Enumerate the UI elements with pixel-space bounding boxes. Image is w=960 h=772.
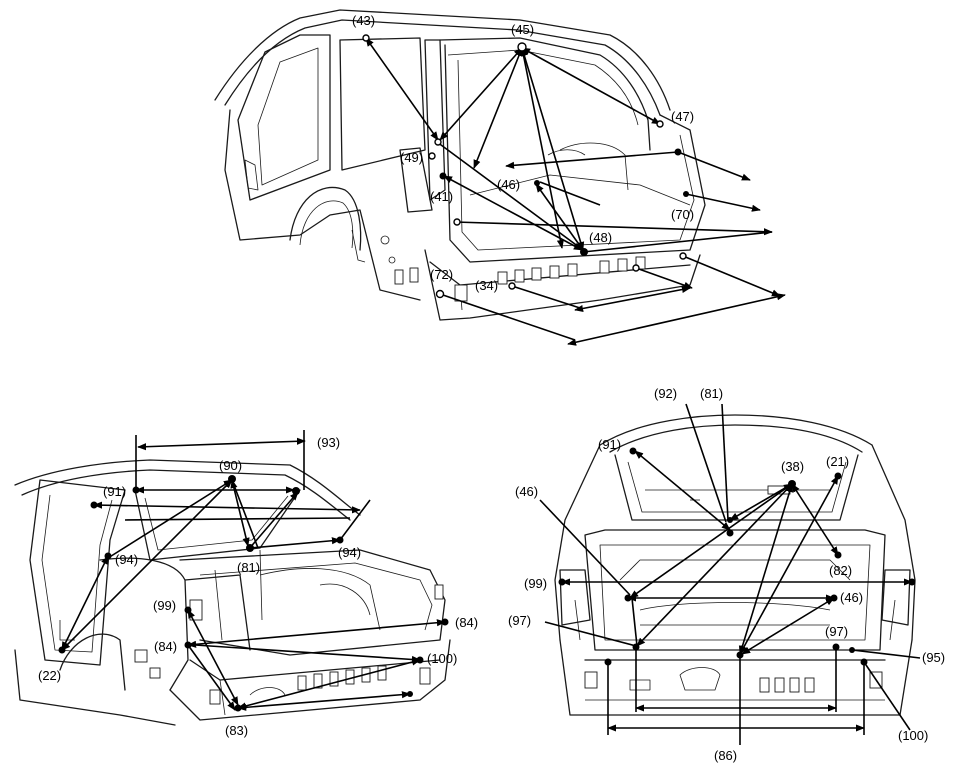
sedan-rear-measurement-lines [539,403,921,745]
label-84-left: (84) [154,639,177,654]
point-46-left [624,594,632,602]
sedan-rear-measurement-points [558,447,916,666]
point-91-upper [132,486,140,494]
point-99-left [558,578,566,586]
point-92 [727,517,733,523]
point-34 [508,282,516,290]
label-97-left: (97) [508,613,531,628]
point-45 [517,42,527,52]
label-94-left: (94) [115,552,138,567]
point-91 [629,447,637,455]
sedan-labels: (93) (90) (91) (94) (81) (94) (99) (84) … [38,435,478,738]
point-94-left [104,552,112,560]
label-43: (43) [352,13,375,28]
point-97-right [832,643,840,651]
label-81: (81) [237,560,260,575]
point-22 [58,646,66,654]
label-83: (83) [225,723,248,738]
point-72 [435,289,445,299]
label-81: (81) [700,386,723,401]
point-97-left [632,643,640,651]
label-47: (47) [671,109,694,124]
point-100-left [604,658,612,666]
point-84-right [441,618,449,626]
point-95 [849,647,855,653]
point-43 [362,34,370,42]
point-70-upper [674,148,682,156]
label-38: (38) [781,459,804,474]
point-83 [234,704,242,712]
point-100-lower [407,691,413,697]
point-100 [860,658,868,666]
label-86: (86) [714,748,737,763]
point-72-upper [453,218,461,226]
label-84-right: (84) [455,615,478,630]
label-21: (21) [826,454,849,469]
point-94-right [336,536,344,544]
point-41 [439,172,447,180]
point-99-right [908,578,916,586]
sedan-body-outline [14,459,451,726]
sedan-rear-body-outline [554,414,916,716]
wagon-view: (43) (45) (47) (49) (41) (46) (70) (48) … [214,9,786,346]
label-46-right: (46) [840,590,863,605]
point-99 [184,606,192,614]
label-99: (99) [153,598,176,613]
point-90 [228,475,236,483]
point-47 [656,120,664,128]
point-100 [416,656,424,664]
label-82: (82) [829,563,852,578]
point-38 [788,480,796,488]
label-91: (91) [598,437,621,452]
label-99: (99) [524,576,547,591]
sedan-rear-view: (92) (81) (91) (38) (21) (46) (99) (82) … [508,386,945,763]
point-21 [834,472,842,480]
point-82 [834,551,842,559]
wagon-measurement-points [362,34,689,299]
wagon-labels: (43) (45) (47) (49) (41) (46) (70) (48) … [352,13,694,293]
point-48 [580,248,588,256]
point-84-left [184,641,192,649]
point-49 [428,152,436,160]
point-49-upper [434,138,442,146]
label-91: (91) [103,484,126,499]
label-72: (72) [430,267,453,282]
point-46-right [830,594,838,602]
label-70: (70) [671,207,694,222]
sedan-rear-labels: (92) (81) (91) (38) (21) (46) (99) (82) … [508,386,945,763]
point-46 [534,180,540,186]
sedan-measurement-lines [61,430,446,711]
point-81 [726,529,734,537]
label-95: (95) [922,650,945,665]
label-100: (100) [898,728,928,743]
point-93 [292,487,300,495]
wagon-body-outline [214,9,706,321]
label-92: (92) [654,386,677,401]
label-34: (34) [475,278,498,293]
label-22: (22) [38,668,61,683]
label-97-right: (97) [825,624,848,639]
sedan-measurement-points [58,475,449,712]
point-70 [683,191,689,197]
label-49: (49) [400,150,423,165]
point-86 [736,651,744,659]
point-right-corner [679,252,687,260]
wagon-measurement-lines [365,37,786,346]
label-93: (93) [317,435,340,450]
label-45: (45) [511,22,534,37]
label-90: (90) [219,458,242,473]
point-right-lower [632,264,640,272]
point-91 [90,501,98,509]
label-94-right: (94) [338,545,361,560]
point-81 [246,544,254,552]
label-48: (48) [589,230,612,245]
sedan-three-quarter-view: (93) (90) (91) (94) (81) (94) (99) (84) … [14,430,478,738]
label-46-left: (46) [515,484,538,499]
label-41: (41) [430,189,453,204]
label-46: (46) [497,177,520,192]
label-100: (100) [427,651,457,666]
